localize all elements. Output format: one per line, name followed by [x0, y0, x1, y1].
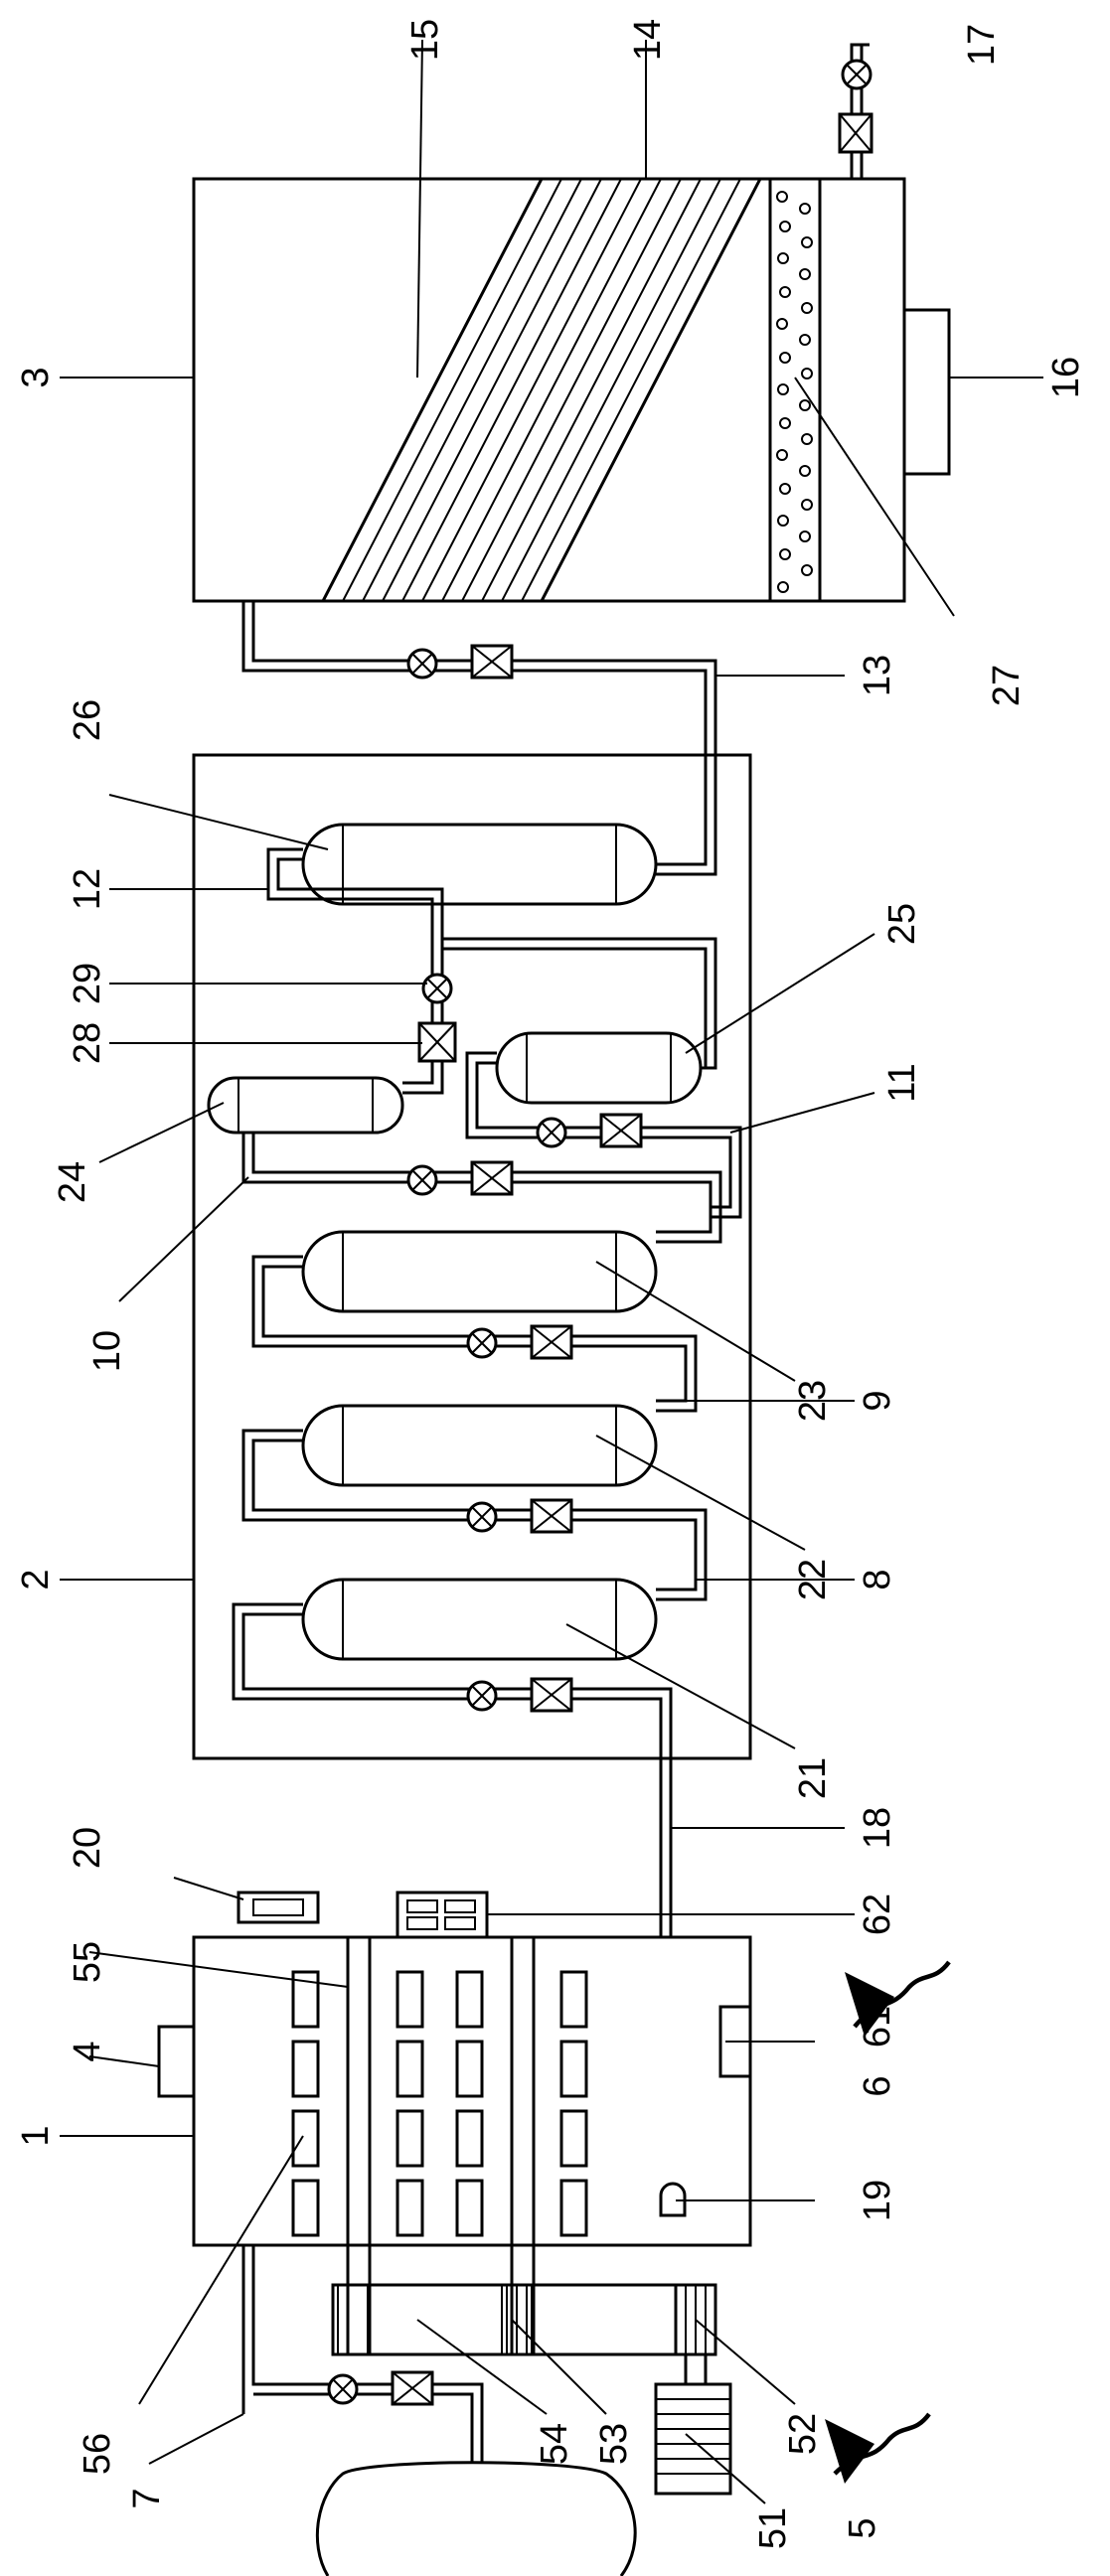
label-3: 3: [15, 367, 57, 387]
label-19: 19: [857, 2180, 898, 2221]
label-12: 12: [67, 868, 108, 910]
vessel-21: [301, 1578, 658, 1661]
label-54: 54: [534, 2423, 575, 2465]
label-2: 2: [15, 1569, 57, 1590]
device-20: [237, 1891, 320, 1924]
drive-5: [331, 2283, 732, 2496]
motor-51: [654, 2382, 732, 2496]
tank-3: [192, 43, 951, 603]
pipe-11: [465, 1051, 742, 1219]
label-10: 10: [86, 1330, 128, 1372]
label-55: 55: [67, 1941, 108, 1983]
label-23: 23: [792, 1380, 834, 1422]
label-51: 51: [752, 2507, 794, 2549]
label-22: 22: [792, 1559, 834, 1600]
label-11: 11: [881, 1063, 923, 1102]
vessel-26: [301, 823, 658, 906]
label-26: 26: [67, 699, 108, 741]
tank-1: [157, 1891, 752, 2356]
label-1: 1: [15, 2125, 57, 2146]
pipe-18: [232, 1602, 673, 1937]
pipe-10: [241, 1133, 722, 1244]
arrow-6: [845, 1960, 951, 2037]
label-8: 8: [857, 1569, 898, 1590]
vessel-23: [301, 1230, 658, 1313]
port-4: [157, 2025, 196, 2098]
label-6: 6: [857, 2075, 898, 2096]
arrow-5: [825, 2412, 931, 2484]
label-4: 4: [67, 2041, 108, 2061]
label-28: 28: [67, 1022, 108, 1064]
label-53: 53: [593, 2423, 635, 2465]
shaft-lower: [510, 1935, 536, 2356]
label-13: 13: [857, 655, 898, 696]
pipe-13: [241, 601, 717, 876]
label-61: 61: [857, 2006, 898, 2047]
pipe-8: [241, 1429, 708, 1601]
belt-54: [331, 2283, 717, 2356]
controller-62: [396, 1891, 489, 1939]
outlet-17: [838, 43, 873, 179]
shaft-upper: [346, 1935, 372, 2356]
pipe-7: [241, 2245, 484, 2464]
plate-bundle-15: [320, 177, 763, 603]
pipe-9: [251, 1255, 698, 1413]
label-7: 7: [126, 2488, 168, 2508]
label-29: 29: [67, 963, 108, 1004]
label-21: 21: [792, 1757, 834, 1799]
label-62: 62: [857, 1894, 898, 1935]
packing-layer-27: [768, 177, 822, 603]
label-20: 20: [67, 1827, 108, 1869]
pipe-12: [266, 847, 717, 1070]
reference-labels: 3 14 15 17 16 27 13 26 12 29 28 25 11 24…: [15, 19, 1087, 2549]
frame-2: [192, 753, 752, 1760]
label-25: 25: [881, 903, 923, 945]
vessel-22: [301, 1404, 658, 1487]
label-5: 5: [842, 2517, 883, 2538]
label-9: 9: [857, 1390, 898, 1411]
basin: [315, 2461, 637, 2576]
outlet-16: [902, 308, 951, 476]
sensor-19: [659, 2182, 687, 2217]
label-18: 18: [857, 1807, 898, 1849]
label-15: 15: [404, 19, 446, 61]
vessel-25: [495, 1031, 703, 1105]
label-52: 52: [782, 2413, 824, 2455]
label-24: 24: [52, 1161, 93, 1203]
label-16: 16: [1045, 357, 1087, 398]
vessel-24: [207, 1076, 404, 1135]
leader-lines: [60, 39, 1043, 2504]
label-27: 27: [986, 665, 1028, 706]
label-14: 14: [627, 19, 669, 61]
label-56: 56: [77, 2433, 118, 2475]
label-17: 17: [961, 24, 1003, 66]
